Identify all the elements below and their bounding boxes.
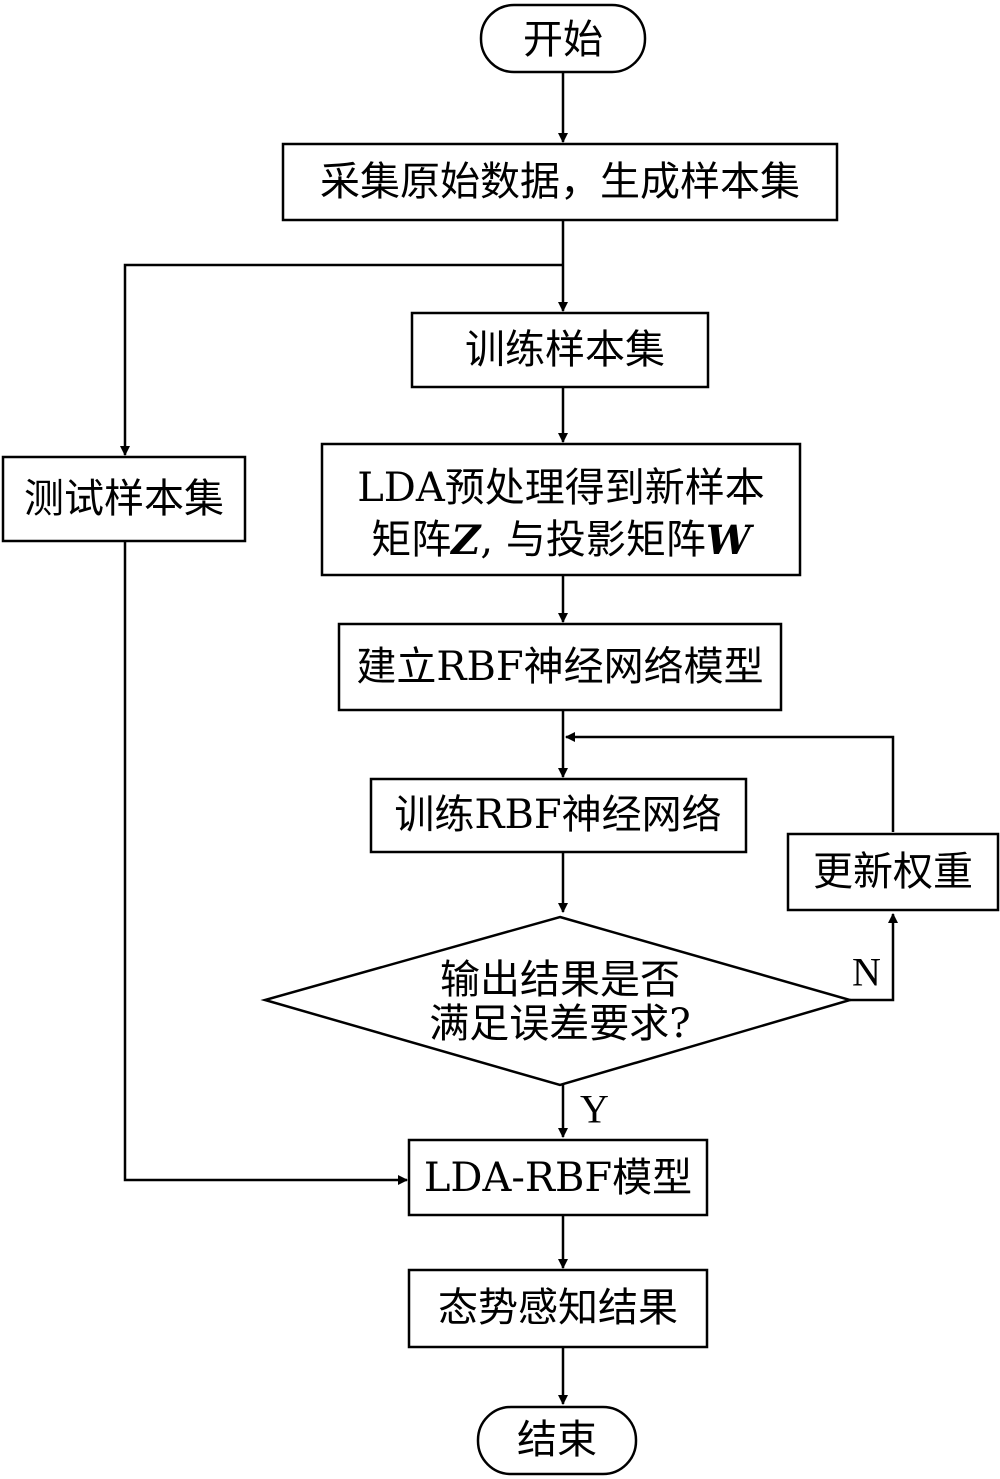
build-rbf-label: 建立RBF神经网络模型 <box>356 644 763 690</box>
lda-node: LDA预处理得到新样本 矩阵Z, 与投影矩阵W <box>320 442 802 577</box>
result-label: 态势感知结果 <box>438 1285 678 1331</box>
lda-label-line2: 矩阵Z, 与投影矩阵W <box>371 517 755 564</box>
yes-label: Y <box>580 1087 609 1132</box>
edge-decision-update <box>850 913 898 1002</box>
test-set-label: 测试样本集 <box>24 476 224 522</box>
end-node: 结束 <box>476 1405 638 1476</box>
train-set-label: 训练样本集 <box>465 327 665 373</box>
result-node: 态势感知结果 <box>407 1268 709 1349</box>
edge-test-ldarbf <box>123 541 408 1185</box>
lda-label-z: Z <box>449 517 482 564</box>
decision-node: 输出结果是否 满足误差要求? <box>260 915 855 1087</box>
update-weights-label: 更新权重 <box>813 849 973 895</box>
collect-node: 采集原始数据，生成样本集 <box>281 142 839 222</box>
update-weights-node: 更新权重 <box>786 832 1000 912</box>
train-set-node: 训练样本集 <box>410 311 710 389</box>
decision-label-line1: 输出结果是否 <box>440 957 680 1003</box>
train-rbf-node: 训练RBF神经网络 <box>369 777 748 854</box>
connectors <box>120 72 898 1405</box>
lda-label-w: W <box>706 517 755 564</box>
edge-update-loop <box>565 732 895 832</box>
start-label: 开始 <box>523 17 603 63</box>
build-rbf-node: 建立RBF神经网络模型 <box>337 622 783 712</box>
lda-rbf-node: LDA-RBF模型 <box>407 1138 709 1217</box>
train-rbf-label: 训练RBF神经网络 <box>394 792 721 838</box>
collect-label: 采集原始数据，生成样本集 <box>320 159 800 205</box>
lda-label-line1: LDA预处理得到新样本 <box>357 465 765 511</box>
end-label: 结束 <box>517 1417 597 1463</box>
lda-rbf-label: LDA-RBF模型 <box>424 1155 692 1201</box>
lda-label-matrix: 矩阵 <box>371 517 451 563</box>
no-label: N <box>852 950 881 995</box>
start-node: 开始 <box>479 3 647 74</box>
test-set-node: 测试样本集 <box>1 455 247 543</box>
decision-label-line2: 满足误差要求? <box>429 1001 690 1047</box>
lda-label-projection: , 与投影矩阵 <box>480 517 705 563</box>
edge-collect-test <box>120 263 563 456</box>
